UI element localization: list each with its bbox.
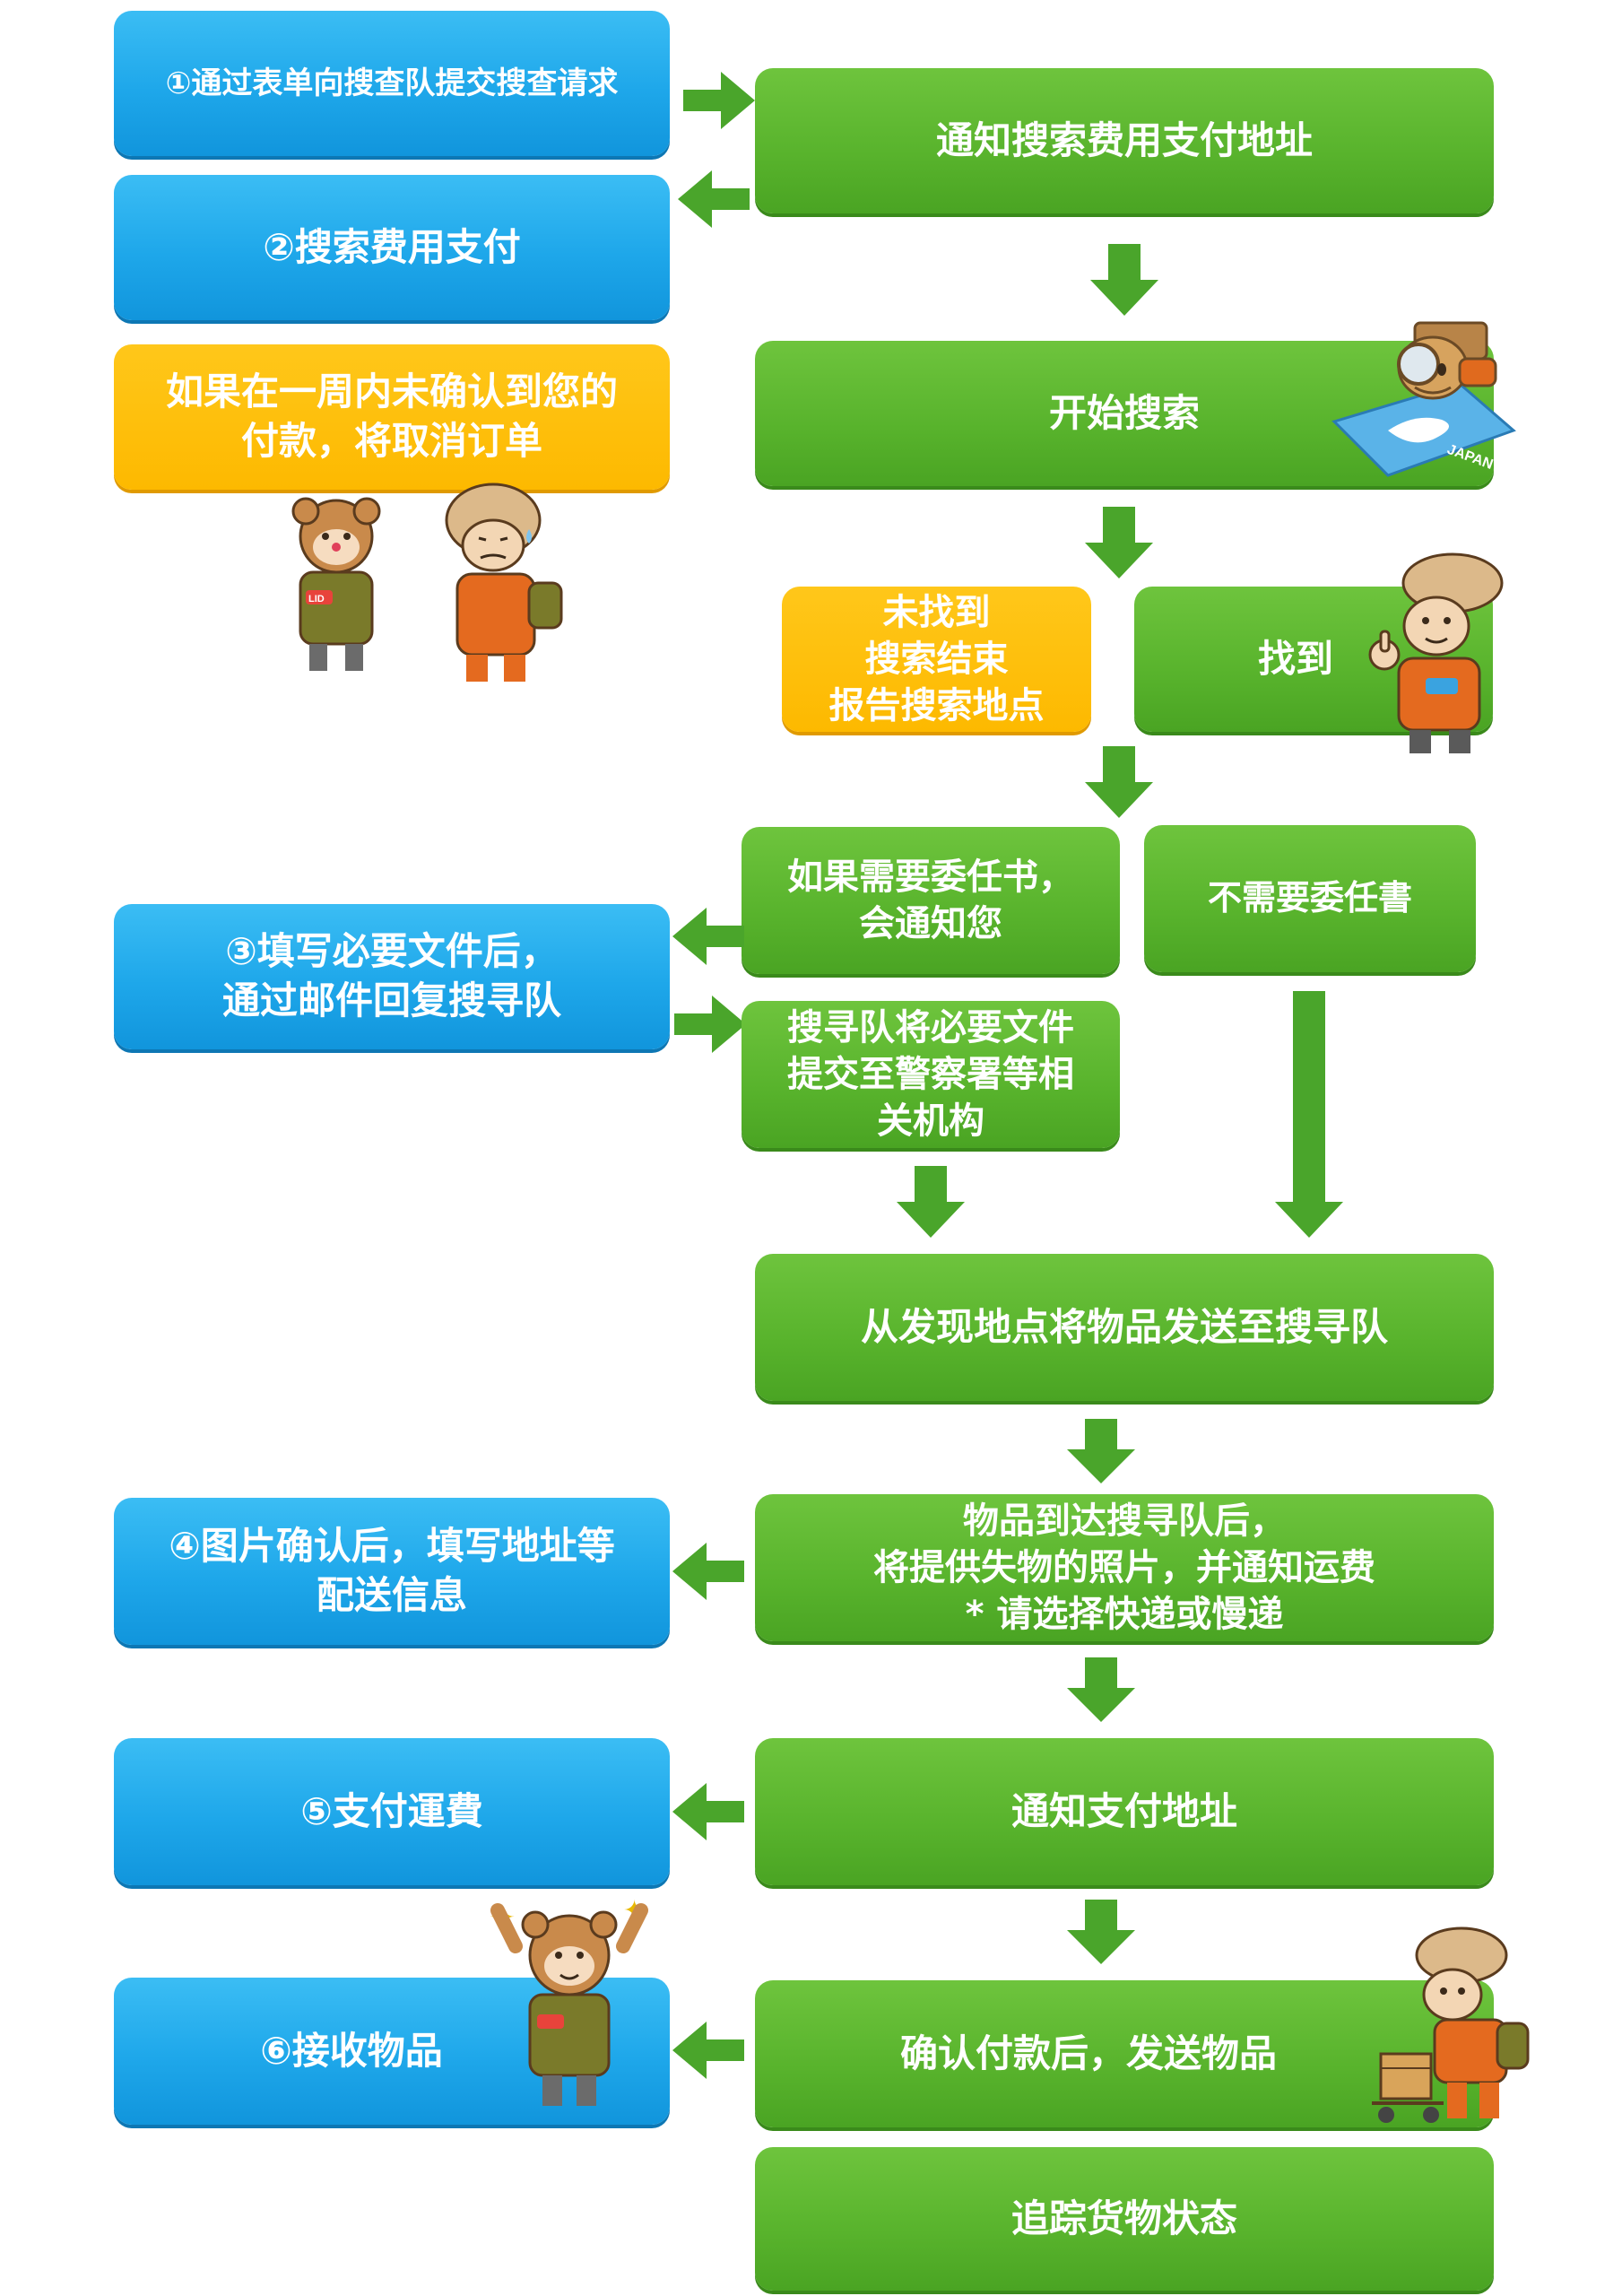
arrow-left-icon <box>672 2022 744 2079</box>
arrow-down-icon <box>897 1166 965 1238</box>
not-found-line3: 报告搜索地点 <box>828 685 1045 726</box>
poa-needed-line2: 会通知您 <box>859 903 1002 944</box>
arrow-down-icon <box>1085 746 1153 818</box>
step3-docs-line2: 通过邮件回复搜寻队 <box>221 978 561 1022</box>
camel-sweating-illustration <box>445 483 563 682</box>
step3-docs-box: ③填写必要文件后， 通过邮件回复搜寻队 <box>114 904 670 1049</box>
step4-address-line2: 配送信息 <box>316 1573 467 1617</box>
not-found-line2: 搜索结束 <box>864 639 1009 680</box>
poa-not-needed-label: 不需要委任書 <box>1207 878 1412 918</box>
item-arrived-line3: * 请选择快递或慢递 <box>965 1594 1284 1635</box>
bear-worried-illustration: LID <box>291 497 381 671</box>
arrow-right-icon <box>674 996 746 1053</box>
step2-pay-fee-box: ②搜索费用支付 <box>114 175 670 320</box>
ship-to-team-box: 从发现地点将物品发送至搜寻队 <box>755 1254 1494 1401</box>
arrow-left-icon <box>672 1783 744 1840</box>
arrow-left-icon <box>678 170 750 228</box>
cancel-notice-box: 如果在一周内未确认到您的 付款，将取消订单 <box>114 344 670 490</box>
step1-request-box: ①通过表单向搜查队提交搜查请求 <box>114 11 670 156</box>
notify-payment-label: 通知支付地址 <box>1010 1788 1237 1833</box>
ship-to-team-label: 从发现地点将物品发送至搜寻队 <box>860 1304 1388 1349</box>
notify-search-fee-label: 通知搜索费用支付地址 <box>935 117 1313 162</box>
arrow-down-icon <box>1067 1419 1135 1483</box>
not-found-box: 未找到 搜索结束 报告搜索地点 <box>782 587 1091 732</box>
start-search-label: 开始搜索 <box>1048 390 1200 435</box>
step2-pay-fee-label: ②搜索费用支付 <box>263 224 521 269</box>
step4-address-line1: ④图片确认后，填写地址等 <box>169 1524 615 1569</box>
poa-needed-line1: 如果需要委任书， <box>787 857 1074 898</box>
camel-searching-map-illustration: JAPAN <box>1331 321 1516 477</box>
arrow-down-icon <box>1090 244 1158 316</box>
track-status-box: 追踪货物状态 <box>755 2147 1494 2291</box>
cancel-notice-line2: 付款，将取消订单 <box>240 419 542 463</box>
step4-address-box: ④图片确认后，填写地址等 配送信息 <box>114 1498 670 1645</box>
arrow-left-icon <box>672 1543 744 1600</box>
team-submits-line1: 搜寻队将必要文件 <box>787 1007 1074 1048</box>
step6-receive-label: ⑥接收物品 <box>260 2028 443 2073</box>
arrow-right-icon <box>683 72 755 129</box>
arrow-down-long-icon <box>1275 991 1343 1238</box>
notify-payment-box: 通知支付地址 <box>755 1738 1494 1885</box>
track-status-label: 追踪货物状态 <box>1010 2196 1237 2240</box>
camel-thumbs-up-illustration <box>1368 552 1504 753</box>
poa-not-needed-box: 不需要委任書 <box>1144 825 1476 972</box>
notify-search-fee-box: 通知搜索费用支付地址 <box>755 68 1494 213</box>
not-found-line1: 未找到 <box>882 592 991 633</box>
arrow-down-icon <box>1067 1657 1135 1722</box>
arrow-down-icon <box>1067 1900 1135 1964</box>
step3-docs-line1: ③填写必要文件后， <box>225 929 559 974</box>
team-submits-docs-box: 搜寻队将必要文件 提交至警察署等相 关机构 <box>742 1001 1120 1148</box>
send-item-label: 确认付款后，发送物品 <box>899 2031 1277 2075</box>
team-submits-line2: 提交至警察署等相 <box>787 1054 1074 1095</box>
item-arrived-line1: 物品到达搜寻队后， <box>963 1500 1286 1542</box>
poa-needed-box: 如果需要委任书， 会通知您 <box>742 827 1120 974</box>
bear-vest-badge: LID <box>308 594 325 604</box>
team-submits-line3: 关机构 <box>877 1100 984 1142</box>
cancel-notice-line1: 如果在一周内未确认到您的 <box>165 370 618 414</box>
found-label: 找到 <box>1257 636 1333 681</box>
item-arrived-box: 物品到达搜寻队后， 将提供失物的照片，并通知运费 * 请选择快递或慢递 <box>755 1494 1494 1641</box>
camel-delivering-cart-illustration <box>1372 1926 1530 2123</box>
step1-request-label: ①通过表单向搜查队提交搜查请求 <box>165 65 619 101</box>
step5-pay-shipping-box: ⑤支付運費 <box>114 1738 670 1885</box>
bear-celebrating-illustration: ✦ ✦ <box>489 1895 648 2106</box>
arrow-left-icon <box>672 908 744 965</box>
arrow-down-icon <box>1085 507 1153 578</box>
item-arrived-line2: 将提供失物的照片，并通知运费 <box>873 1547 1375 1588</box>
step5-pay-shipping-label: ⑤支付運費 <box>300 1788 483 1833</box>
send-item-box: 确认付款后，发送物品 <box>755 1980 1494 2127</box>
